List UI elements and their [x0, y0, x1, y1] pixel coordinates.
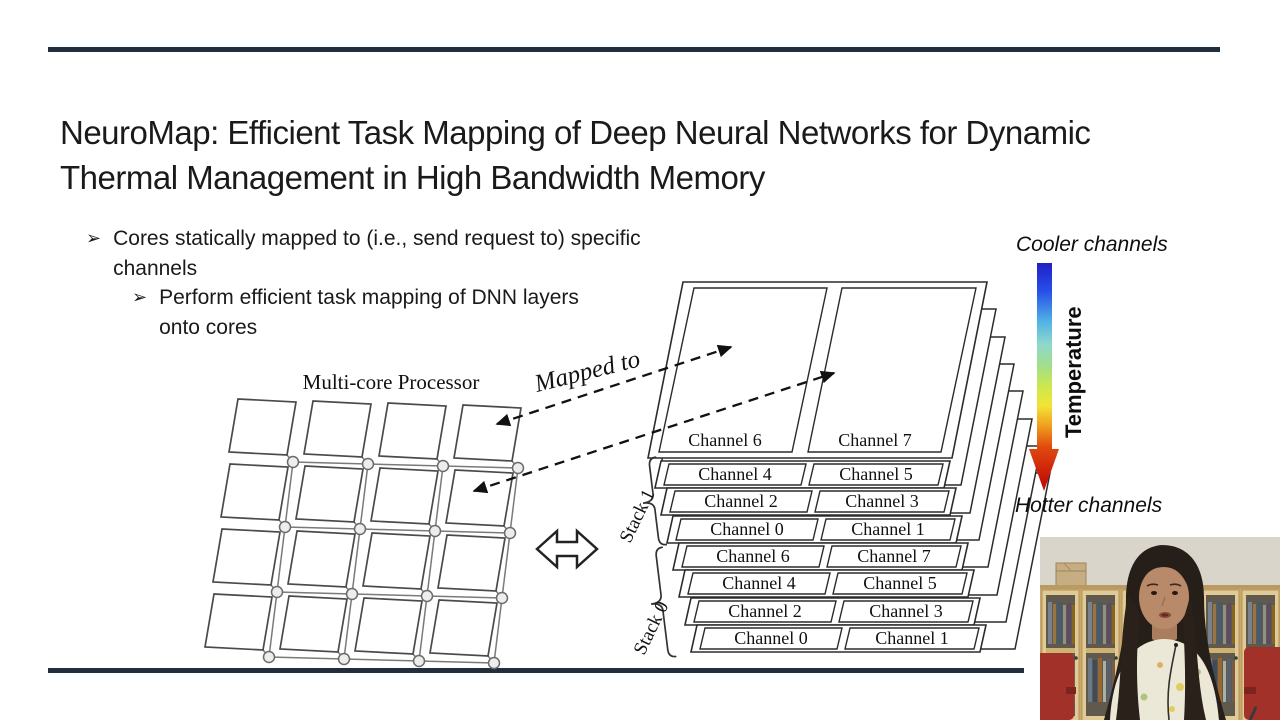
- hbm-row: Channel 4 Channel 5: [654, 460, 951, 489]
- multicore-processor: Multi-core Processor: [204, 370, 525, 670]
- hbm-memory-stack: Channel 6 Channel 7 Channel 4 Channel 5 …: [616, 281, 1051, 658]
- processor-core: [295, 465, 364, 523]
- face: [1139, 565, 1189, 629]
- stack0-brace: [650, 546, 677, 658]
- processor-label: Multi-core Processor: [303, 370, 480, 394]
- router-node: [503, 526, 517, 540]
- svg-text:Channel 0: Channel 0: [710, 519, 784, 539]
- svg-text:Channel 4: Channel 4: [722, 573, 796, 593]
- top-divider-rule: [48, 47, 1220, 52]
- temperature-arrowhead: [1029, 449, 1059, 491]
- svg-text:Channel 6: Channel 6: [716, 546, 790, 566]
- svg-text:Channel 2: Channel 2: [704, 491, 778, 511]
- router-node: [412, 654, 426, 668]
- bidirectional-arrow-icon: [535, 528, 599, 570]
- red-chair-right: [1244, 647, 1280, 720]
- bullet-2-text: Perform efficient task mapping of DNN la…: [159, 286, 579, 339]
- router-node: [278, 520, 292, 534]
- hbm-row: Channel 2 Channel 3: [684, 597, 981, 626]
- processor-core: [362, 532, 431, 590]
- hair-fringe: [1140, 557, 1188, 587]
- mapping-arrow: [472, 370, 836, 494]
- stack0-label: Stack 0: [630, 598, 674, 658]
- router-node: [262, 650, 276, 664]
- router-node: [286, 455, 300, 469]
- router-node: [436, 459, 450, 473]
- earphone: [1174, 643, 1178, 647]
- hbm-row: Channel 0 Channel 1: [690, 624, 987, 653]
- processor-core: [354, 597, 423, 655]
- bottom-divider-rule: [48, 668, 1024, 673]
- bullet-1-text: Cores statically mapped to (i.e., send r…: [113, 227, 641, 280]
- hbm-row: Channel 6 Channel 7: [672, 542, 969, 571]
- red-chair-left: [1040, 653, 1076, 720]
- router-node: [495, 591, 509, 605]
- arrow-bullet-icon: ➢: [86, 228, 102, 249]
- hbm-row: Channel 2 Channel 3: [660, 487, 957, 516]
- slide-title: NeuroMap: Efficient Task Mapping of Deep…: [60, 114, 1091, 196]
- router-node: [511, 461, 525, 475]
- processor-core: [212, 528, 281, 586]
- processor-core: [279, 595, 348, 653]
- processor-core: [437, 534, 506, 592]
- hbm-row: Channel 4 Channel 5: [678, 569, 975, 598]
- router-node: [337, 652, 351, 666]
- face-features: [1146, 583, 1182, 618]
- svg-text:Channel 3: Channel 3: [869, 601, 943, 621]
- svg-text:Channel 4: Channel 4: [698, 464, 772, 484]
- top-die-face: Channel 6 Channel 7: [647, 281, 988, 459]
- processor-core: [429, 599, 498, 657]
- router-node: [487, 656, 501, 670]
- person: [1104, 545, 1226, 720]
- svg-text:Channel 2: Channel 2: [728, 601, 802, 621]
- cooler-channels-label: Cooler channels: [1016, 233, 1168, 256]
- router-node: [345, 587, 359, 601]
- processor-core: [378, 402, 447, 460]
- svg-text:Channel 1: Channel 1: [875, 628, 949, 648]
- svg-text:Channel 5: Channel 5: [863, 573, 937, 593]
- processor-core: [228, 398, 297, 456]
- core-mesh-grid: [204, 398, 525, 670]
- processor-core: [204, 593, 273, 651]
- hbm-row: Channel 0 Channel 1: [666, 515, 963, 544]
- arrow-bullet-icon: ➢: [132, 287, 148, 308]
- channel-label: Channel 6: [688, 430, 762, 450]
- temperature-scale: Cooler channels Temperature Hotter chann…: [1015, 233, 1168, 517]
- bullet-item-2: ➢ Perform efficient task mapping of DNN …: [132, 283, 579, 343]
- svg-text:Channel 1: Channel 1: [851, 519, 925, 539]
- router-node: [361, 457, 375, 471]
- processor-core: [287, 530, 356, 588]
- router-node: [270, 585, 284, 599]
- svg-text:Channel 0: Channel 0: [734, 628, 808, 648]
- temperature-axis-label: Temperature: [1061, 306, 1086, 438]
- webcam-overlay: [1040, 537, 1280, 720]
- channel-label: Channel 7: [838, 430, 912, 450]
- svg-text:Channel 5: Channel 5: [839, 464, 913, 484]
- hair-front-left: [1116, 595, 1140, 720]
- bullet-item-1: ➢ Cores statically mapped to (i.e., send…: [86, 224, 653, 284]
- temperature-gradient-bar: [1037, 263, 1052, 449]
- mapped-to-label: Mapped to: [531, 346, 643, 398]
- svg-text:Channel 7: Channel 7: [857, 546, 931, 566]
- processor-core: [220, 463, 289, 521]
- router-node: [420, 589, 434, 603]
- processor-core: [445, 469, 514, 527]
- router-node: [428, 524, 442, 538]
- cardboard-box: [1055, 562, 1087, 588]
- router-node: [353, 522, 367, 536]
- stack1-label: Stack 1: [616, 486, 660, 546]
- processor-core: [370, 467, 439, 525]
- svg-text:Channel 3: Channel 3: [845, 491, 919, 511]
- hotter-channels-label: Hotter channels: [1015, 494, 1163, 517]
- headphone-wire: [1167, 644, 1177, 720]
- processor-core: [303, 400, 372, 458]
- hair-front-right: [1183, 597, 1206, 720]
- processor-core: [453, 404, 522, 462]
